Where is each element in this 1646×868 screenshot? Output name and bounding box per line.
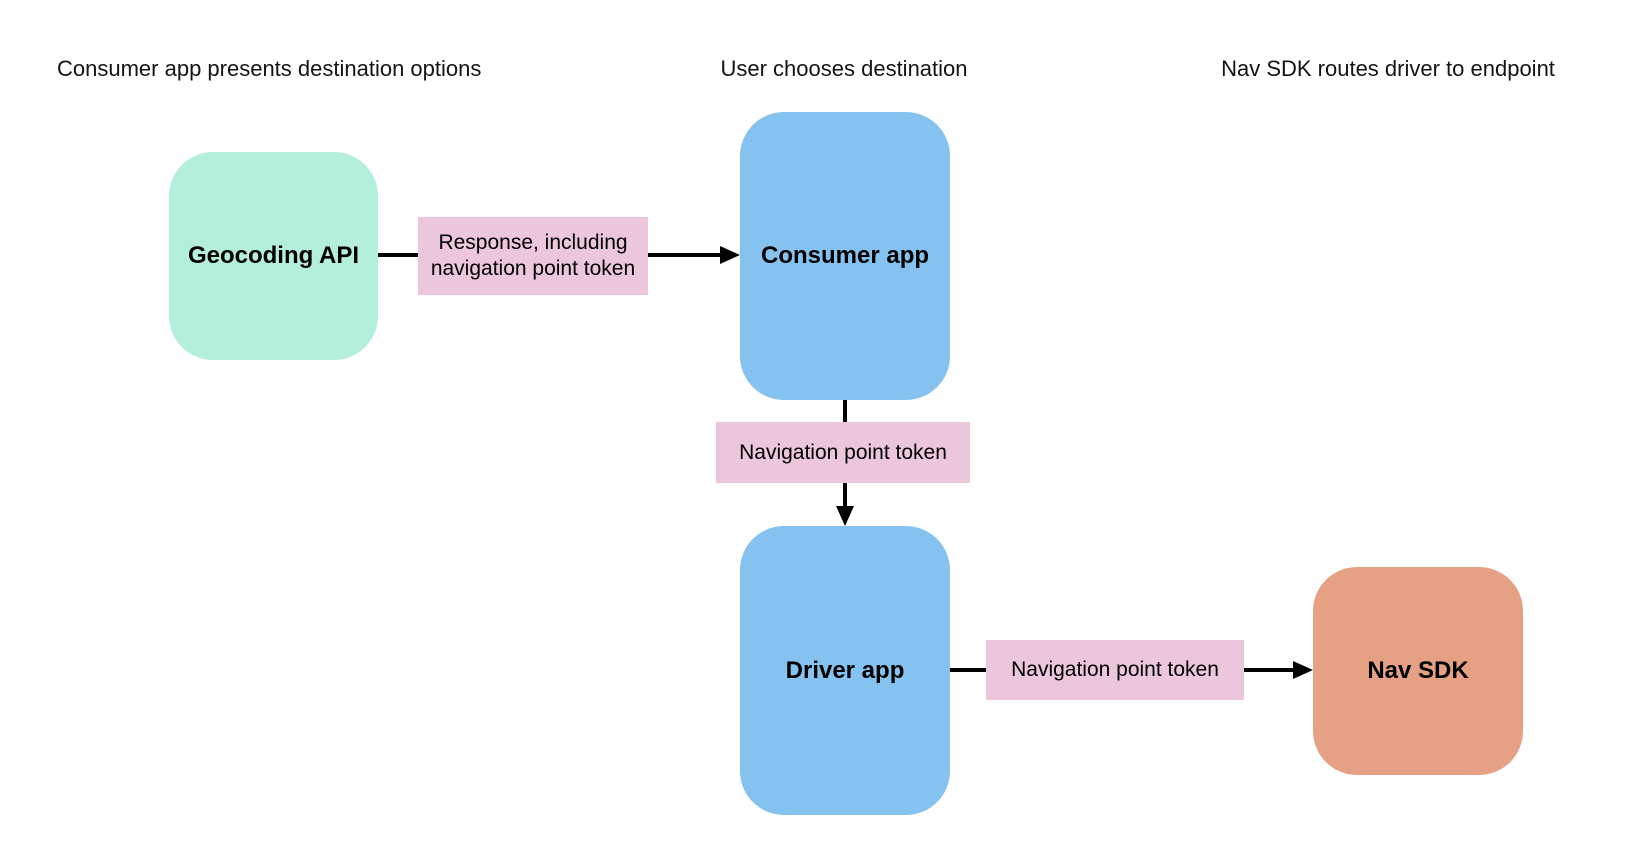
- stage-header-user-chooses: User chooses destination: [720, 56, 968, 81]
- edge-label-navigation-point-token-2: Navigation point token: [986, 640, 1244, 700]
- stage-header-consumer-presents: Consumer app presents destination option…: [57, 56, 482, 81]
- edge-label-navigation-point-token-1: Navigation point token: [716, 422, 970, 483]
- node-nav-sdk: Nav SDK: [1313, 567, 1523, 775]
- stage-header-navsdk-routes: Nav SDK routes driver to endpoint: [1221, 56, 1555, 81]
- arrowhead-right-icon: [1293, 661, 1313, 679]
- edge-label-response-token: Response, including navigation point tok…: [418, 217, 648, 295]
- arrowhead-down-icon: [836, 506, 854, 526]
- arrowhead-right-icon: [720, 246, 740, 264]
- node-label-nav-sdk: Nav SDK: [1367, 657, 1469, 684]
- node-consumer-app: Consumer app: [740, 112, 950, 400]
- node-label-geocoding-api: Geocoding API: [187, 242, 360, 269]
- node-label-driver-app: Driver app: [785, 656, 905, 684]
- node-label-consumer-app: Consumer app: [760, 242, 930, 269]
- node-geocoding-api: Geocoding API: [169, 152, 378, 360]
- node-driver-app: Driver app: [740, 526, 950, 815]
